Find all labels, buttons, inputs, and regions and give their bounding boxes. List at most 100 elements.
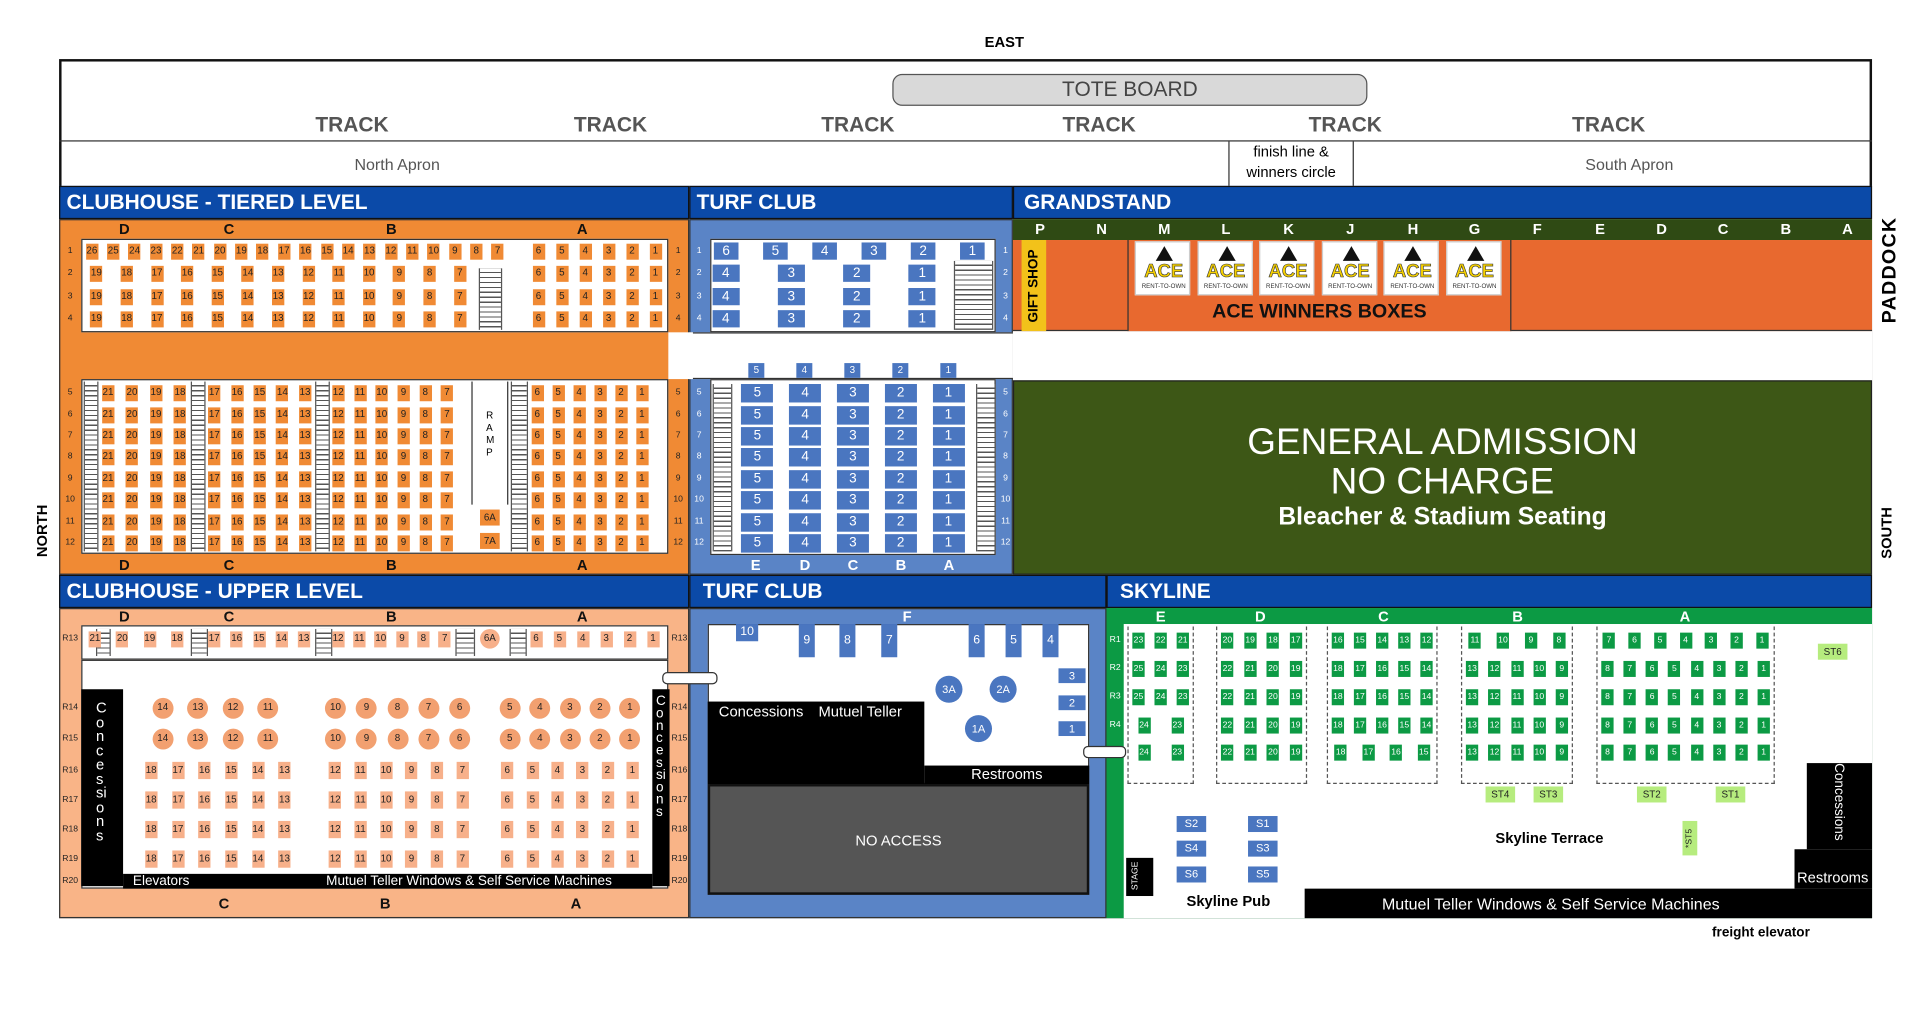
seat[interactable]: 1 <box>932 405 965 425</box>
seat[interactable]: 12 <box>332 427 345 444</box>
seat[interactable]: 13 <box>187 728 209 749</box>
seat[interactable]: 4 <box>789 405 822 425</box>
seat[interactable]: 24 <box>128 243 141 260</box>
seat[interactable]: 1 <box>908 310 936 328</box>
seat[interactable]: 2 <box>614 406 628 423</box>
seat[interactable]: 20 <box>1266 688 1280 705</box>
seat[interactable]: 8 <box>430 791 444 809</box>
seat[interactable]: 10 <box>325 697 346 719</box>
seat[interactable]: 19 <box>90 310 103 327</box>
seat[interactable]: 6 <box>532 265 545 282</box>
seat[interactable]: 7 <box>440 406 454 423</box>
seat[interactable]: 15 <box>253 470 266 487</box>
pub-seat[interactable]: S5 <box>1248 866 1278 883</box>
seat[interactable]: 4 <box>529 697 551 719</box>
seat[interactable]: 3 <box>593 513 607 530</box>
seat[interactable]: 17 <box>277 243 291 260</box>
seat[interactable]: 7 <box>440 448 454 465</box>
round-table[interactable]: 3A <box>935 675 963 703</box>
seat[interactable]: 11 <box>354 820 367 839</box>
seat[interactable]: 16 <box>1376 716 1389 733</box>
standing-seat[interactable]: ST6 <box>1817 643 1848 660</box>
seat[interactable]: 12 <box>1420 632 1433 649</box>
seat[interactable]: 11 <box>406 243 419 260</box>
seat[interactable]: 16 <box>230 513 244 530</box>
seat[interactable]: 4 <box>789 426 822 445</box>
seat[interactable]: 10 <box>1496 632 1510 649</box>
seat[interactable]: 3 <box>593 427 607 444</box>
seat[interactable]: 20 <box>1266 660 1280 677</box>
seat[interactable]: 10 <box>427 243 440 260</box>
seat[interactable]: 9 <box>397 406 410 423</box>
seat[interactable]: 3 <box>1712 660 1726 677</box>
seat[interactable]: 5 <box>741 469 774 489</box>
seat[interactable]: 1 <box>1757 688 1770 705</box>
seat[interactable]: 9 <box>393 310 406 327</box>
seat[interactable]: 11 <box>354 761 367 780</box>
table[interactable]: 5 <box>1005 624 1022 658</box>
seat[interactable]: 10 <box>375 470 388 487</box>
seat[interactable]: 7 <box>453 310 467 327</box>
seat[interactable]: 7 <box>456 820 469 839</box>
seat[interactable]: 14 <box>342 243 355 260</box>
seat[interactable]: 11 <box>332 288 345 305</box>
seat[interactable]: 4 <box>572 513 586 530</box>
seat[interactable]: 18 <box>120 265 133 282</box>
seat[interactable]: 20 <box>125 513 139 530</box>
seat[interactable]: 3 <box>836 426 869 445</box>
seat[interactable]: 11 <box>1510 688 1524 705</box>
seat[interactable]: 5 <box>763 242 788 260</box>
seat[interactable]: 16 <box>198 850 211 868</box>
seat[interactable]: 5 <box>1668 688 1681 705</box>
seat[interactable]: 13 <box>298 406 312 423</box>
seat[interactable]: 10 <box>325 728 346 749</box>
seat[interactable]: 12 <box>302 265 315 282</box>
seat[interactable]: 5 <box>741 405 774 425</box>
seat[interactable]: 5 <box>552 448 565 465</box>
seat[interactable]: 10 <box>375 384 388 401</box>
seat[interactable]: 5 <box>741 512 774 532</box>
seat[interactable]: 4 <box>576 630 589 647</box>
seat[interactable]: 5 <box>526 820 539 839</box>
seat[interactable]: 5 <box>552 384 565 401</box>
seat[interactable]: 5 <box>555 288 569 305</box>
seat[interactable]: 19 <box>235 243 248 260</box>
seat[interactable]: 18 <box>1331 716 1345 733</box>
seat[interactable]: 12 <box>222 697 244 719</box>
seat[interactable]: 15 <box>225 850 238 868</box>
seat[interactable]: 7 <box>456 850 469 868</box>
seat[interactable]: 15 <box>253 384 266 401</box>
seat[interactable]: 15 <box>320 243 333 260</box>
seat[interactable]: 2 <box>589 728 611 749</box>
seat[interactable]: 11 <box>353 491 367 508</box>
seat[interactable]: 1 <box>635 513 649 530</box>
round-table[interactable]: 2A <box>989 675 1017 703</box>
seat[interactable]: 8 <box>1601 716 1614 733</box>
table[interactable]: 4 <box>1042 624 1059 658</box>
seat[interactable]: 5 <box>741 447 774 466</box>
seat[interactable]: 19 <box>1244 632 1257 649</box>
seat[interactable]: 20 <box>213 243 227 260</box>
seat[interactable]: 7 <box>456 791 469 809</box>
seat[interactable]: 1 <box>932 533 965 553</box>
seat[interactable]: 6 <box>532 288 545 305</box>
seat[interactable]: 6 <box>531 491 544 508</box>
seat[interactable]: 4 <box>1690 744 1703 761</box>
seat[interactable]: 18 <box>173 427 187 444</box>
seat[interactable]: 2 <box>910 242 936 260</box>
seat[interactable]: 3 <box>777 264 805 282</box>
seat[interactable]: 12 <box>332 406 345 423</box>
seat[interactable]: 15 <box>1398 660 1411 677</box>
seat[interactable]: 6 <box>531 384 544 401</box>
seat[interactable]: 19 <box>149 427 163 444</box>
seat[interactable]: 4 <box>1690 716 1703 733</box>
seat[interactable]: 11 <box>354 850 367 868</box>
seat[interactable]: 9 <box>397 448 410 465</box>
seat[interactable]: 15 <box>1353 632 1367 649</box>
seat[interactable]: 17 <box>171 850 185 868</box>
seat[interactable]: 14 <box>276 513 289 530</box>
table[interactable]: 8 <box>839 624 856 658</box>
seat[interactable]: 8 <box>1601 688 1614 705</box>
side-table[interactable]: 1 <box>1058 721 1086 737</box>
round-table[interactable]: 1A <box>964 715 993 743</box>
